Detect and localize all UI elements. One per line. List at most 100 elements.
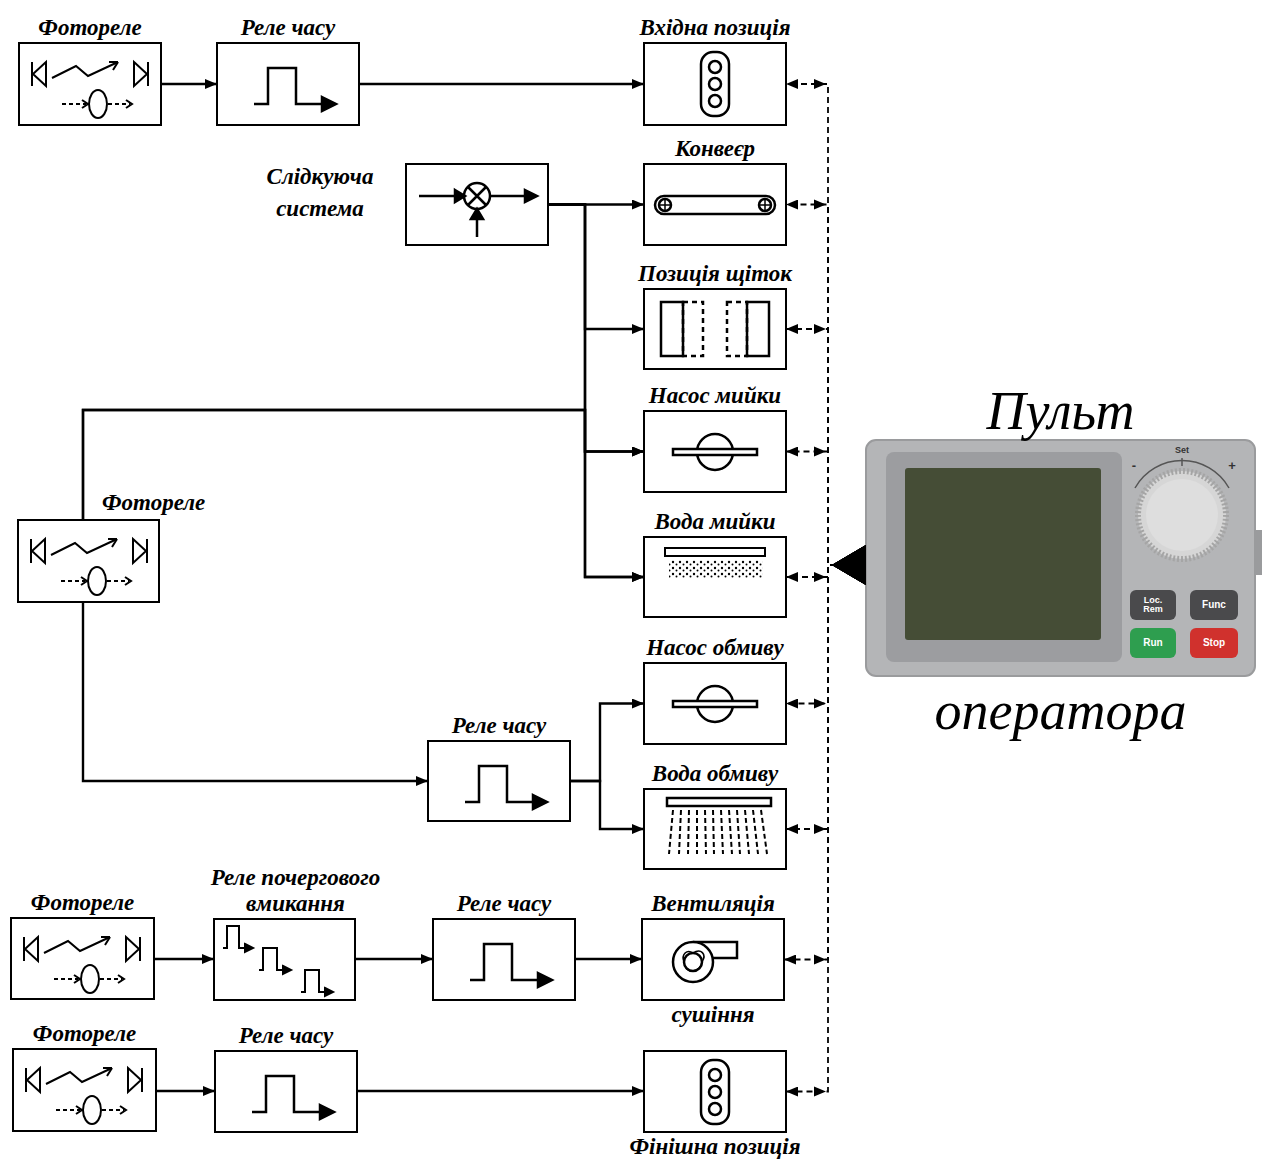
signal-arrow <box>571 781 643 829</box>
node-heading: Реле часу <box>457 891 551 916</box>
water-box: Вода мийки <box>643 536 787 618</box>
node-heading: Фінішна позиція <box>629 1134 800 1159</box>
signal-arrow <box>155 958 213 960</box>
signal-arrow <box>360 83 643 85</box>
time-relay-symbol <box>470 944 552 987</box>
brushes-box: Позиція щіток <box>643 288 787 370</box>
button-label: Set <box>1166 444 1198 457</box>
panel-link <box>785 565 866 960</box>
node-heading: Реле часу <box>239 1023 333 1048</box>
panel-link <box>787 452 866 566</box>
node-heading: Фотореле <box>33 1021 136 1046</box>
node-heading: Конвеєр <box>675 136 755 161</box>
brushes-symbol <box>661 302 769 356</box>
node-heading: оператора <box>935 684 1187 738</box>
photo-relay-box: Фотореле <box>10 917 155 1000</box>
button-label: Stop <box>1190 628 1238 658</box>
panel-link <box>787 329 866 565</box>
traffic-light-symbol <box>701 52 729 116</box>
panel-link <box>787 565 866 577</box>
tracking-system-symbol <box>419 183 537 237</box>
node-heading: Реле часу <box>452 713 546 738</box>
photo-relay-symbol <box>26 1068 142 1124</box>
operator-panel-device <box>866 440 1262 676</box>
button-text: Loc. Rem <box>1138 596 1168 614</box>
button-text: Stop <box>1203 638 1225 648</box>
signal-arrow <box>83 410 643 577</box>
time-relay-symbol <box>252 1076 334 1119</box>
node-heading: Вхідна позиція <box>639 15 790 40</box>
photo-relay-box: Фотореле <box>17 519 160 603</box>
node-heading: Реле часу <box>241 15 335 40</box>
node-heading: Пульт <box>987 384 1135 438</box>
time-relay-box: Реле часу <box>216 42 360 126</box>
pump-box: Насос обмиву <box>643 662 787 745</box>
water-box: Вода обмиву <box>643 788 787 870</box>
position-box: Вхідна позиція <box>643 42 787 126</box>
wash-water-symbol <box>665 548 765 578</box>
button-text: + <box>1228 459 1236 472</box>
node-heading: Насос обмиву <box>646 635 784 660</box>
button-label: - <box>1126 457 1142 473</box>
photo-relay-symbol <box>31 539 147 595</box>
panel-link <box>787 565 866 829</box>
node-heading: Реле почергового вмикання <box>176 865 416 916</box>
fan-symbol <box>673 942 737 982</box>
node-heading: Слідкуюча система <box>245 161 395 225</box>
time-relay-symbol <box>254 68 336 111</box>
signal-arrow <box>83 603 427 781</box>
photo-relay-box: Фотореле <box>12 1048 157 1132</box>
button-text: - <box>1132 459 1136 472</box>
node-heading: сушіння <box>671 1002 754 1027</box>
conveyor-box: Конвеєр <box>643 163 787 246</box>
sequence-relay-box: Реле почергового вмикання <box>213 918 356 1001</box>
signal-arrow <box>549 205 643 330</box>
button-text: Run <box>1143 638 1162 648</box>
photo-relay-symbol <box>32 62 148 118</box>
signal-arrow <box>83 410 643 519</box>
panel-link <box>787 565 866 704</box>
conveyor-symbol <box>655 196 775 214</box>
bus-arrowheads <box>814 79 826 1097</box>
signal-arrow <box>356 958 432 960</box>
sequence-relay-symbol <box>223 926 333 996</box>
button-text: Func <box>1202 600 1226 610</box>
signal-arrow <box>549 205 643 578</box>
node-heading: Фотореле <box>31 890 134 915</box>
button-text: Set <box>1175 446 1189 455</box>
pump-symbol <box>673 686 757 722</box>
pump-symbol <box>673 434 757 470</box>
button-label: + <box>1224 457 1240 473</box>
tracking-system-box: Слідкуюча система <box>405 163 549 246</box>
button-label: Loc. Rem <box>1130 590 1176 620</box>
fan-box: Вентиляціясушіння <box>641 918 785 1001</box>
panel-link <box>787 205 866 566</box>
time-relay-box: Реле часу <box>427 740 571 822</box>
node-heading: Фотореле <box>38 15 141 40</box>
node-heading: Вода мийки <box>655 509 776 534</box>
node-heading: Позиція щіток <box>638 261 792 286</box>
photo-relay-symbol <box>24 937 140 993</box>
time-relay-box: Реле часу <box>214 1050 358 1133</box>
node-heading: Вентиляція <box>651 891 775 916</box>
position-box: Фінішна позиція <box>643 1050 787 1133</box>
signal-arrow <box>576 958 641 960</box>
node-heading: Вода обмиву <box>652 761 778 786</box>
signal-arrow <box>571 704 643 782</box>
button-label: Run <box>1130 628 1176 658</box>
signal-arrow <box>358 1090 643 1092</box>
rinse-water-symbol <box>667 798 771 854</box>
pump-box: Насос мийки <box>643 410 787 493</box>
signal-arrow <box>549 205 643 452</box>
traffic-light-symbol <box>701 1060 729 1124</box>
time-relay-symbol <box>465 766 547 809</box>
signal-arrow <box>162 83 216 85</box>
operator-panel: Пультоператора <box>866 440 1255 676</box>
photo-relay-box: Фотореле <box>18 42 162 126</box>
button-label: Func <box>1190 590 1238 620</box>
time-relay-box: Реле часу <box>432 918 576 1001</box>
panel-link <box>787 565 866 1092</box>
